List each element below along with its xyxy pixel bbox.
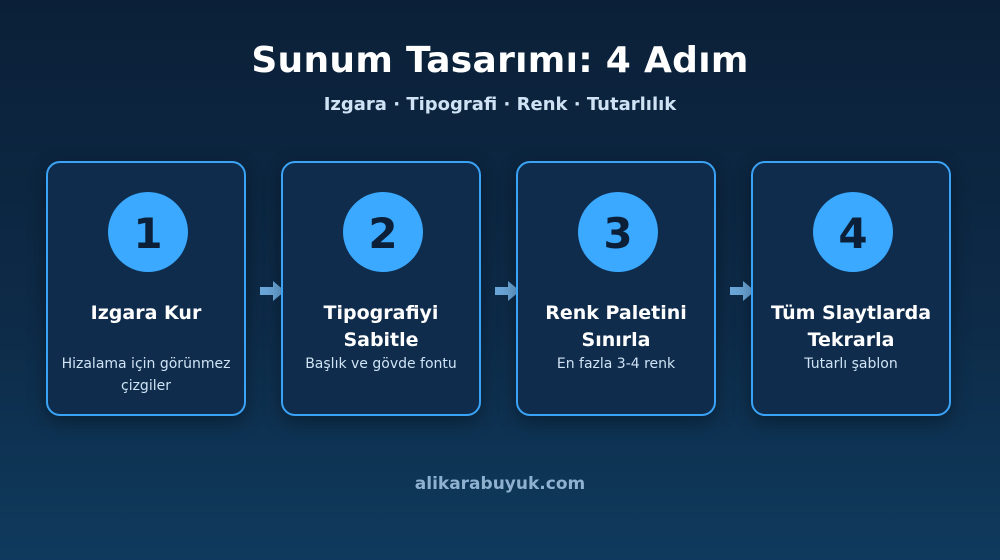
step-title: Tüm Slaytlarda Tekrarla xyxy=(770,302,932,351)
page-title: Sunum Tasarımı: 4 Adım xyxy=(251,40,749,81)
arrow-right-icon xyxy=(495,281,520,301)
step-description: Hizalama için görünmez çizgiler xyxy=(61,356,231,394)
step-description: Tutarlı şablon xyxy=(804,356,898,372)
arrow-right-icon xyxy=(730,281,755,301)
step-card-4: 4 Tüm Slaytlarda Tekrarla Tutarlı şablon xyxy=(751,161,951,416)
footer-website: alikarabuyuk.com xyxy=(414,474,586,494)
step-card-2: 2 Tipografiyi Sabitle Başlık ve gövde fo… xyxy=(281,161,481,416)
step-number-badge: 4 xyxy=(813,192,893,272)
step-number-badge: 3 xyxy=(578,192,658,272)
step-card-3: 3 Renk Paletini Sınırla En fazla 3-4 ren… xyxy=(516,161,716,416)
step-card-1: 1 Izgara Kur Hizalama için görünmez çizg… xyxy=(46,161,246,416)
page-subtitle: Izgara · Tipografi · Renk · Tutarlılık xyxy=(323,94,677,115)
arrow-right-icon xyxy=(260,281,285,301)
step-title: Izgara Kur xyxy=(90,302,202,324)
step-number-badge: 1 xyxy=(108,192,188,272)
step-description: En fazla 3-4 renk xyxy=(556,356,676,372)
step-description: Başlık ve gövde fontu xyxy=(305,356,457,372)
step-number-badge: 2 xyxy=(343,192,423,272)
step-title: Renk Paletini Sınırla xyxy=(545,302,687,351)
step-title: Tipografiyi Sabitle xyxy=(323,302,439,351)
